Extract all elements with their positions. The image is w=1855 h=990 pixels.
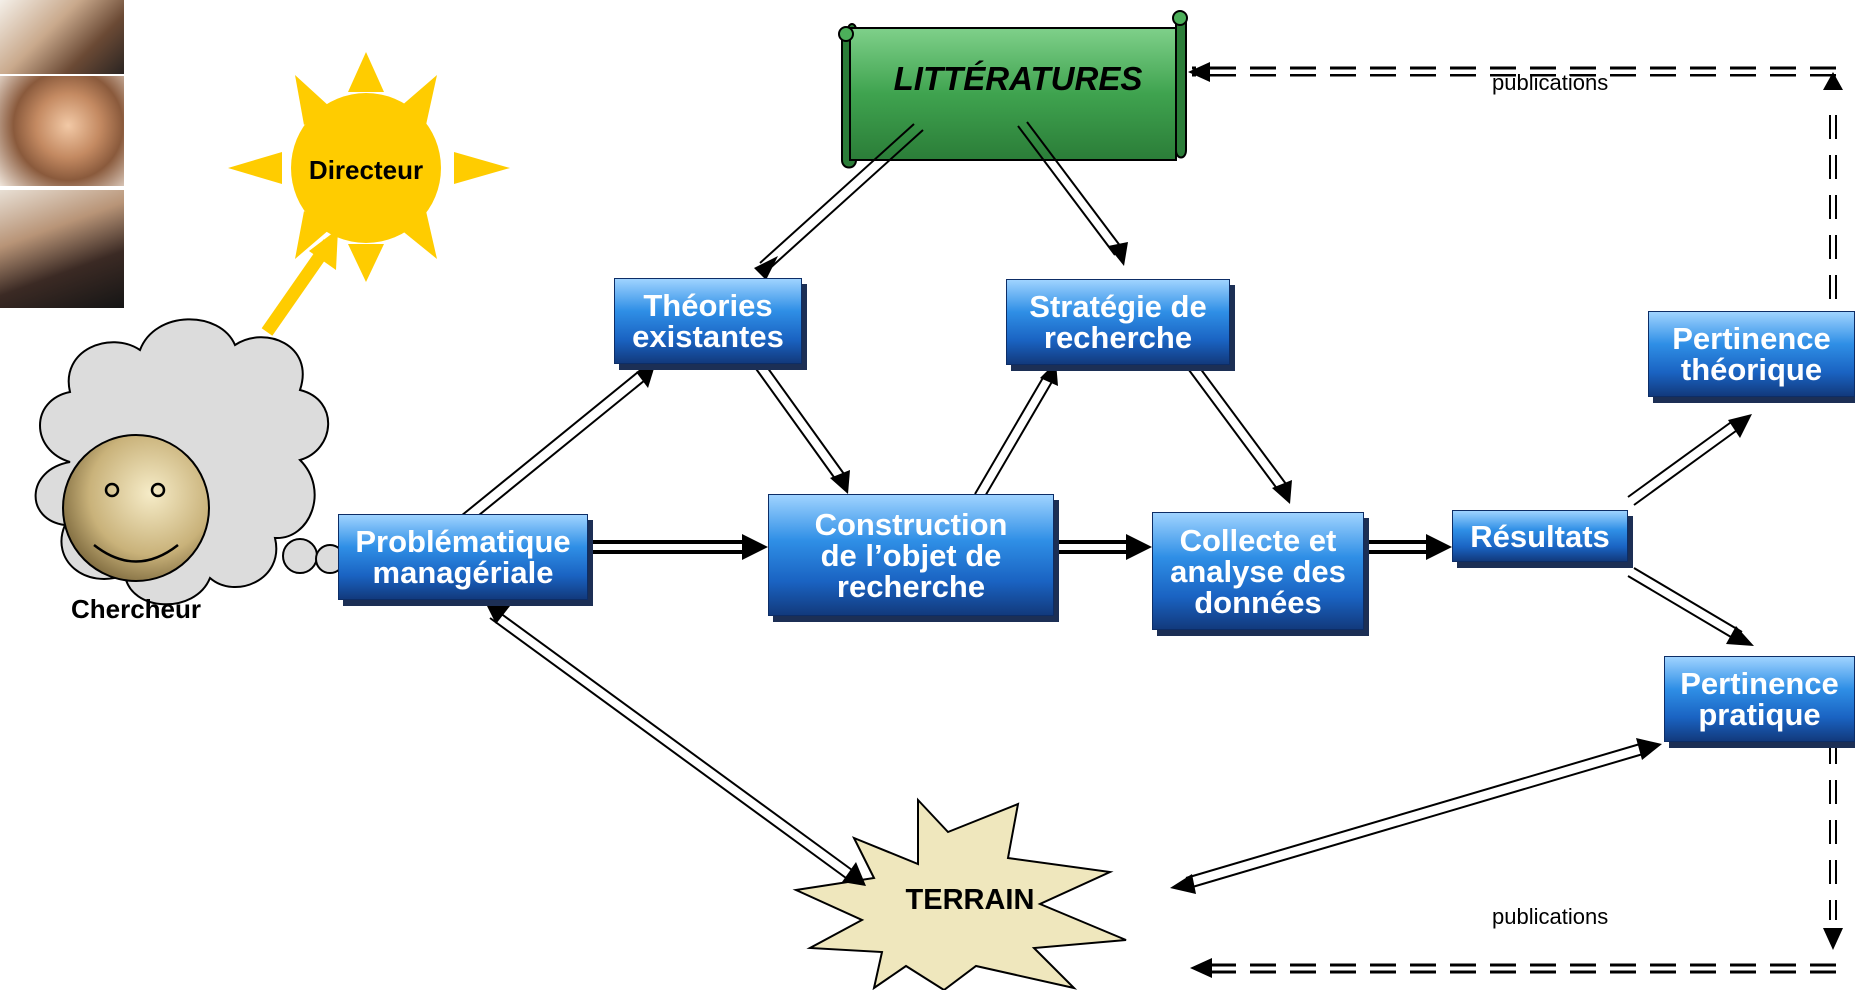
photo-business-people: [0, 190, 124, 308]
box-pertinence-theorique: Pertinence théorique: [1648, 311, 1855, 397]
directeur-label: Directeur: [308, 155, 424, 185]
box-problematique-manageriale: Problématique managériale: [338, 514, 588, 600]
publications-bottom-label: publications: [1492, 904, 1609, 929]
publications-loop-bottom: [1190, 740, 1843, 978]
arrow-litteratures-strategie: [1017, 121, 1128, 266]
arrow-problematique-terrain: [484, 600, 866, 886]
flow-arrows: [460, 121, 1754, 894]
arrow-construction-strategie: [974, 362, 1058, 499]
box-strategie-recherche: Stratégie de recherche: [1006, 279, 1230, 365]
arrow-terrain-pratique: [1170, 738, 1662, 894]
photo-meeting: [0, 0, 124, 74]
arrow-litteratures-theories: [754, 123, 924, 280]
box-collecte-analyse: Collecte et analyse des données: [1152, 512, 1364, 630]
arrow-resultats-theorique: [1627, 414, 1752, 506]
smiley-face-icon: [62, 434, 210, 582]
publications-top-label: publications: [1492, 70, 1609, 95]
arrow-theories-construction: [753, 359, 850, 494]
box-resultats: Résultats: [1452, 510, 1628, 562]
arrow-construction-collecte: [1056, 534, 1152, 560]
box-theories-existantes: Théories existantes: [614, 278, 802, 364]
arrow-resultats-pratique: [1627, 567, 1754, 646]
arrow-problematique-construction: [590, 534, 768, 560]
publications-loop-top: [1188, 62, 1843, 310]
arrow-problematique-theories: [460, 362, 656, 525]
arrow-strategie-collecte: [1185, 359, 1292, 504]
box-pertinence-pratique: Pertinence pratique: [1664, 656, 1855, 742]
arrow-collecte-resultats: [1366, 534, 1452, 560]
sun-icon: [228, 52, 510, 282]
chercheur-label: Chercheur: [70, 594, 202, 624]
litteratures-label: LITTÉRATURES: [893, 60, 1143, 97]
photo-smiling-woman: [0, 76, 124, 186]
terrain-label: TERRAIN: [905, 884, 1035, 916]
main-flow-arrows: [590, 534, 1452, 560]
box-construction-objet: Construction de l’objet de recherche: [768, 494, 1054, 616]
scroll-banner-icon: [838, 10, 1188, 169]
